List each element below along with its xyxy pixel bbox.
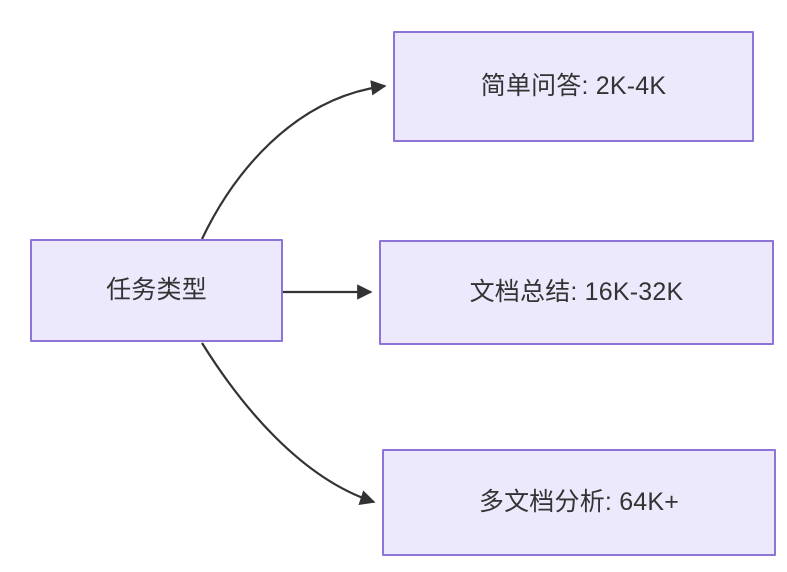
node-doc-summary-label: 文档总结: 16K-32K xyxy=(469,277,684,306)
node-simple-qa[interactable]: 简单问答: 2K-4K xyxy=(393,31,754,142)
node-root[interactable]: 任务类型 xyxy=(30,239,283,342)
node-multi-doc-analysis[interactable]: 多文档分析: 64K+ xyxy=(382,449,776,556)
edge-root-to-simple-qa xyxy=(201,80,387,240)
node-simple-qa-label: 简单问答: 2K-4K xyxy=(480,71,667,100)
edge-root-to-multi-doc xyxy=(201,342,376,506)
node-doc-summary[interactable]: 文档总结: 16K-32K xyxy=(379,240,774,345)
node-root-label: 任务类型 xyxy=(106,275,207,304)
node-multi-doc-analysis-label: 多文档分析: 64K+ xyxy=(478,487,680,516)
